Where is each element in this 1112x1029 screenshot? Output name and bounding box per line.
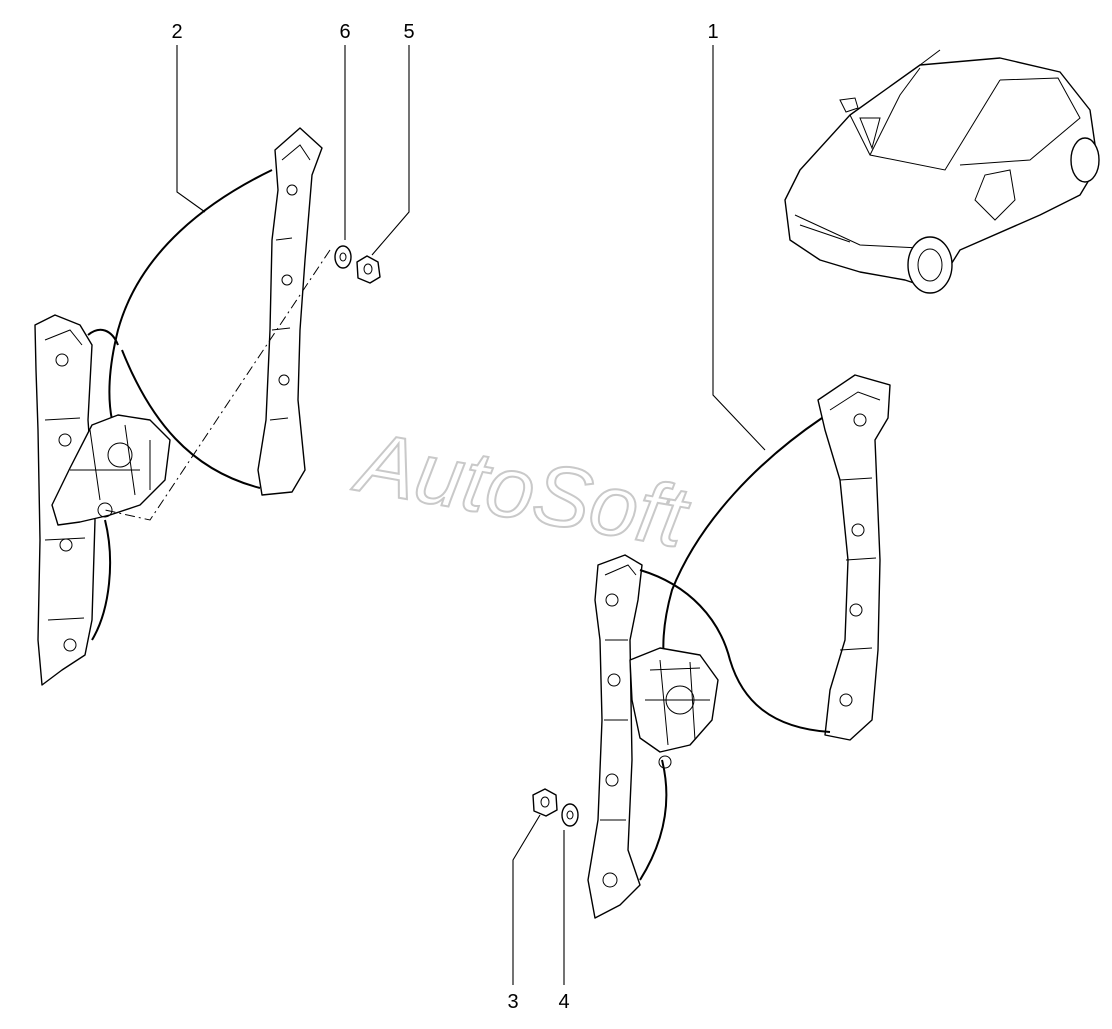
watermark: AutoSoft	[346, 412, 698, 567]
left-window-regulator-icon	[34, 127, 323, 686]
nut-icon	[532, 788, 558, 817]
callout-5: 5	[403, 21, 414, 43]
washer-icon	[561, 803, 579, 827]
car-location-icon	[784, 49, 1100, 294]
leader-5	[371, 45, 410, 256]
washer-icon	[334, 245, 352, 269]
callout-labels: 2 6 5 1 3 4	[171, 21, 718, 1013]
callout-4: 4	[558, 991, 569, 1013]
callout-leaders	[176, 45, 766, 985]
nut-icon	[356, 255, 381, 284]
watermark-text: AutoSoft	[347, 413, 697, 566]
left-axis-line	[104, 249, 331, 521]
leader-3	[512, 814, 541, 985]
leader-1	[712, 45, 766, 451]
callout-3: 3	[507, 991, 518, 1013]
right-window-regulator-icon	[587, 374, 891, 919]
callout-6: 6	[339, 21, 350, 43]
leader-2	[176, 45, 206, 213]
callout-1: 1	[707, 21, 718, 43]
callout-2: 2	[171, 21, 182, 43]
